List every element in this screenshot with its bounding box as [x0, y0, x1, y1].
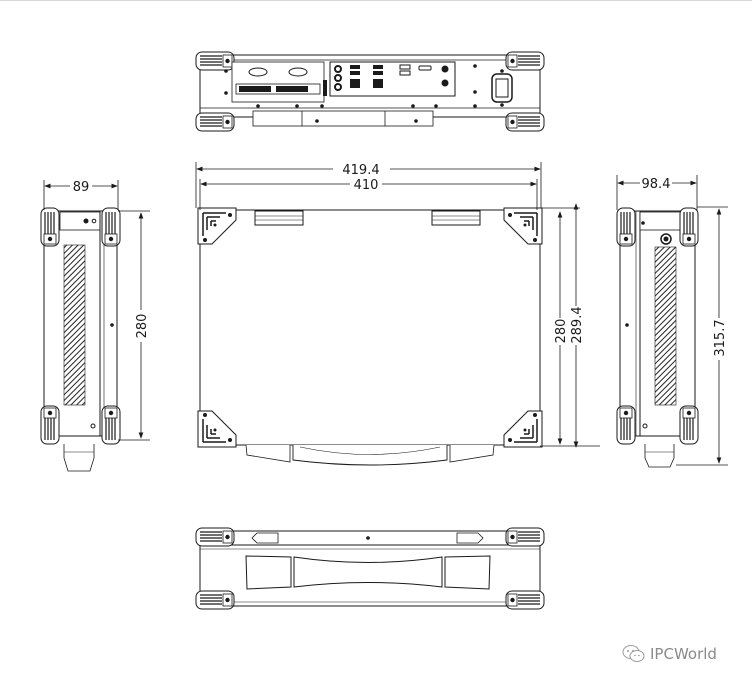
dim-overall-width: 419.4: [342, 163, 379, 178]
dim-left-depth: 280: [135, 314, 150, 339]
dim-left-width: 89: [73, 180, 90, 195]
dimension-lines-left: [43, 180, 150, 441]
top-view: [197, 207, 543, 466]
dimension-lines-top: [195, 162, 600, 448]
front-view: [195, 527, 545, 610]
dim-right-width: 98.4: [642, 177, 671, 192]
watermark-text: IPCWorld: [650, 645, 717, 663]
wechat-icon: [622, 645, 645, 662]
dim-overall-depth: 289.4: [570, 306, 585, 343]
watermark: IPCWorld: [622, 644, 717, 664]
dim-body-depth: 280: [554, 319, 569, 344]
dim-right-overall-depth: 315.7: [713, 319, 728, 356]
dim-body-width: 410: [354, 178, 379, 193]
dimension-lines-right: [616, 175, 728, 466]
left-side-view: [40, 207, 121, 472]
rear-view: [195, 51, 545, 132]
right-side-view: [616, 207, 699, 468]
top-border: [0, 0, 752, 1]
